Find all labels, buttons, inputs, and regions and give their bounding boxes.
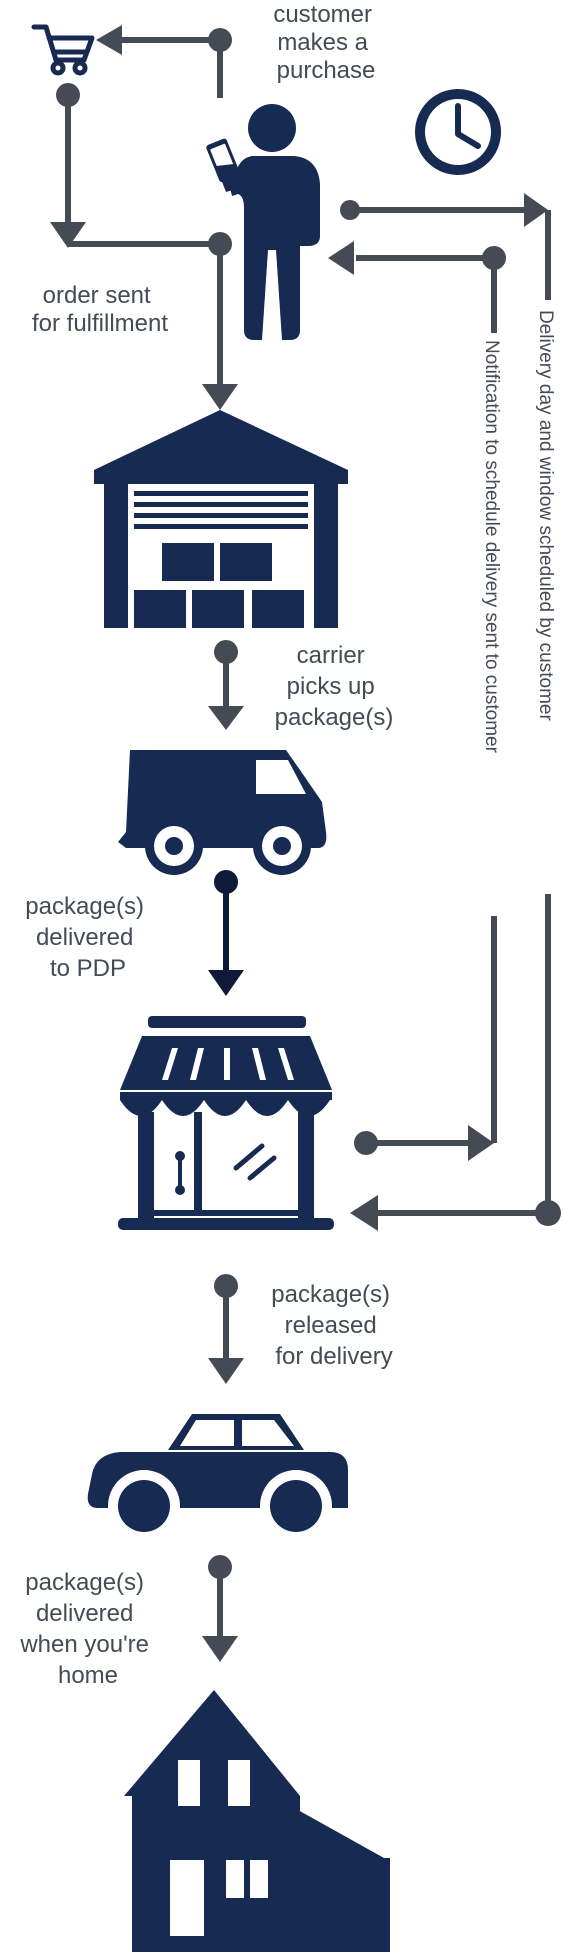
connector-cart-to-order <box>50 83 220 248</box>
label-notification-to-schedule: Notification to schedule delivery sent t… <box>481 340 502 754</box>
clock-icon <box>415 89 501 175</box>
customer-with-phone-icon <box>206 104 320 340</box>
label-customer-makes-purchase: customer makes a purchase <box>273 1 378 84</box>
connectors <box>50 25 561 1662</box>
shopping-cart-icon <box>31 24 95 76</box>
connector-schedule-loop <box>340 193 561 1231</box>
label-delivery-window-scheduled: Delivery day and window scheduled by cus… <box>535 310 556 721</box>
house-icon <box>124 1690 390 1952</box>
label-order-sent: order sent for fulfillment <box>32 282 168 337</box>
connector-store-to-car <box>208 1274 244 1384</box>
connector-warehouse-to-truck <box>208 640 244 730</box>
car-icon <box>87 1414 348 1542</box>
label-delivered-to-pdp: package(s) delivered to PDP <box>25 893 150 982</box>
connector-purchase-to-cart <box>96 25 232 98</box>
warehouse-icon <box>94 410 348 628</box>
connector-order-to-warehouse <box>202 232 238 410</box>
connector-truck-to-store <box>208 870 244 996</box>
connector-car-to-house <box>202 1555 238 1662</box>
delivery-truck-icon <box>118 750 327 875</box>
storefront-icon <box>118 1016 334 1230</box>
connector-notification-loop <box>328 241 506 1161</box>
label-delivered-when-home: package(s) delivered when you're home <box>19 1569 155 1689</box>
label-released-for-delivery: package(s) released for delivery <box>271 1281 396 1370</box>
label-carrier-picks-up: carrier picks up package(s) <box>275 642 394 731</box>
